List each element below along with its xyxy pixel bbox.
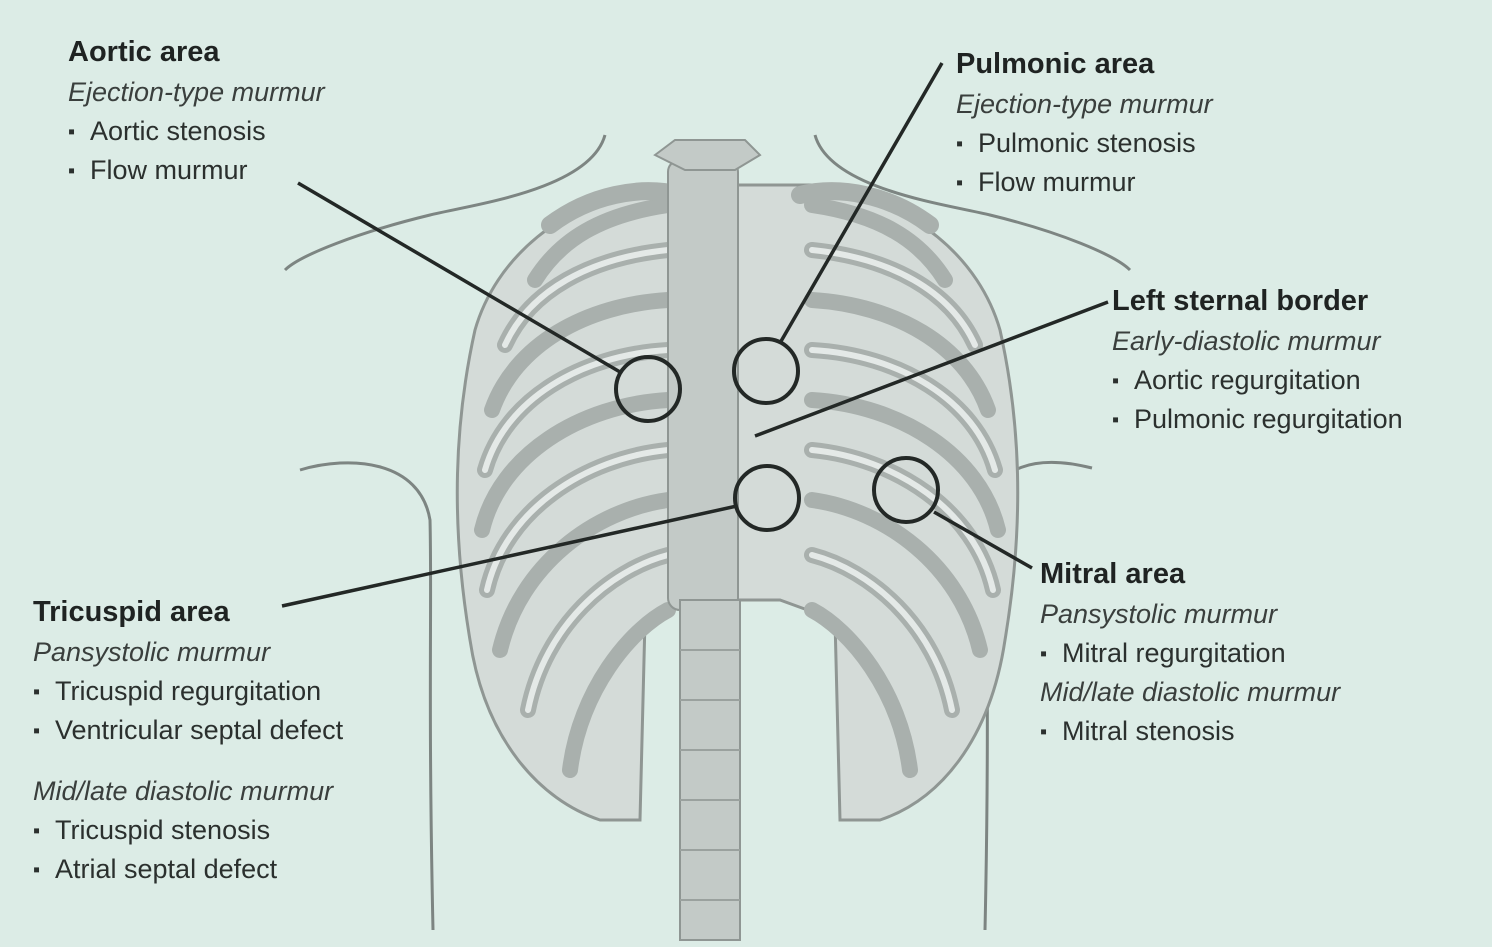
aortic-item: Flow murmur	[68, 157, 325, 184]
pulmonic-item: Pulmonic stenosis	[956, 130, 1213, 157]
left-sternal-border-murmur: Early-diastolic murmur	[1112, 328, 1403, 355]
left-sternal-border-title: Left sternal border	[1112, 287, 1403, 316]
mitral-item: Mitral regurgitation	[1040, 640, 1340, 667]
tricuspid-item: Tricuspid stenosis	[33, 817, 343, 844]
aortic-area-label: Aortic area Ejection-type murmur Aortic …	[68, 38, 325, 196]
mitral-area-label: Mitral area Pansystolic murmur Mitral re…	[1040, 560, 1340, 757]
mitral-area-title: Mitral area	[1040, 560, 1340, 589]
mitral-area-murmur: Pansystolic murmur	[1040, 601, 1340, 628]
mitral-item: Mitral stenosis	[1040, 718, 1340, 745]
left-sternal-item: Aortic regurgitation	[1112, 367, 1403, 394]
aortic-area-title: Aortic area	[68, 38, 325, 67]
rib-cage	[457, 140, 1017, 940]
left-sternal-item: Pulmonic regurgitation	[1112, 406, 1403, 433]
tricuspid-item: Ventricular septal defect	[33, 717, 343, 744]
tricuspid-item: Atrial septal defect	[33, 856, 343, 883]
aortic-item: Aortic stenosis	[68, 118, 325, 145]
pulmonic-area-title: Pulmonic area	[956, 50, 1213, 79]
tricuspid-area-murmur-2: Mid/late diastolic murmur	[33, 778, 343, 805]
tricuspid-area-label: Tricuspid area Pansystolic murmur Tricus…	[33, 598, 343, 895]
pulmonic-area-murmur: Ejection-type murmur	[956, 91, 1213, 118]
tricuspid-area-murmur: Pansystolic murmur	[33, 639, 343, 666]
pulmonic-area-label: Pulmonic area Ejection-type murmur Pulmo…	[956, 50, 1213, 208]
pulmonic-item: Flow murmur	[956, 169, 1213, 196]
spacer	[33, 756, 343, 778]
left-sternal-border-label: Left sternal border Early-diastolic murm…	[1112, 287, 1403, 445]
aortic-area-murmur: Ejection-type murmur	[68, 79, 325, 106]
tricuspid-item: Tricuspid regurgitation	[33, 678, 343, 705]
mitral-area-murmur-2: Mid/late diastolic murmur	[1040, 679, 1340, 706]
tricuspid-area-title: Tricuspid area	[33, 598, 343, 627]
